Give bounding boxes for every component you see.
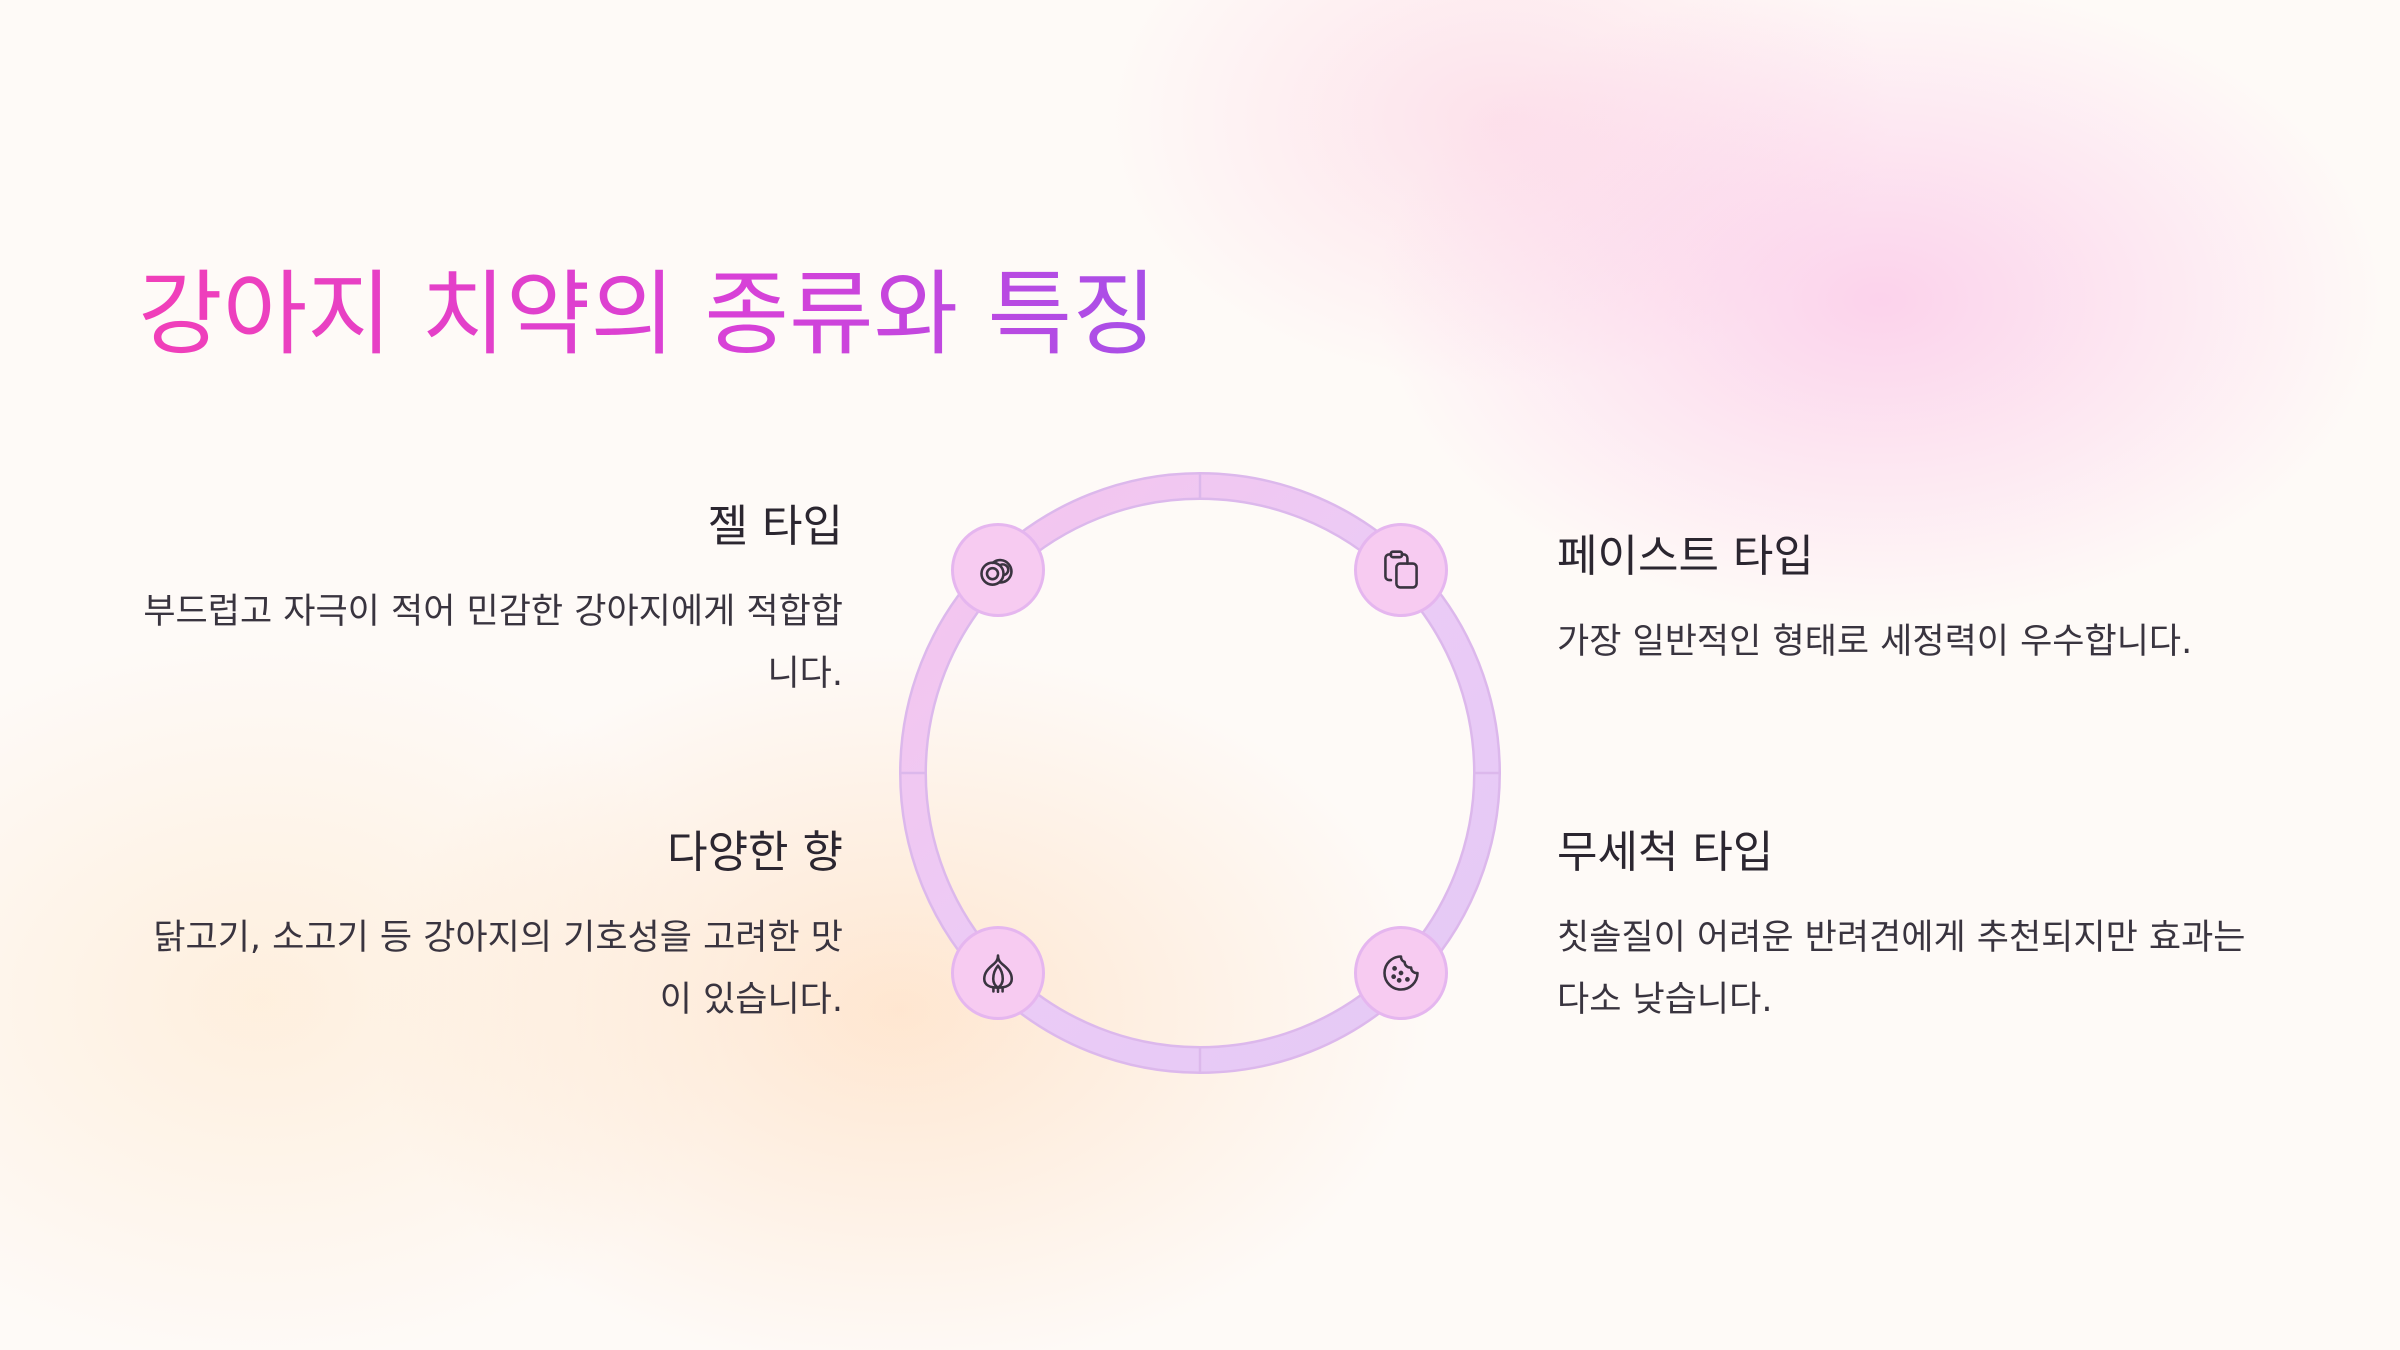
- paste-type-item: 페이스트 타입 가장 일반적인 형태로 세정력이 우수합니다.: [1557, 527, 2257, 673]
- paste-type-title: 페이스트 타입: [1557, 531, 1814, 582]
- rinseless-type-item: 무세척 타입 칫솔질이 어려운 반려견에게 추천되지만 효과는 다소 낮습니다.: [1557, 823, 2277, 1031]
- candy-icon: [980, 558, 1013, 586]
- cookie-icon: [1383, 955, 1419, 991]
- paste-node: [1354, 523, 1448, 617]
- flavor-description: 닭고기, 소고기 등 강아지의 기호성을 고려한 맛이 있습니다.: [153, 918, 843, 1020]
- page-title: 강아지 치약의 종류와 특징: [138, 261, 1157, 368]
- rinseless-type-description: 칫솔질이 어려운 반려견에게 추천되지만 효과는 다소 낮습니다.: [1557, 918, 2246, 1020]
- flavor-node: [951, 926, 1045, 1020]
- flavor-item: 다양한 향 닭고기, 소고기 등 강아지의 기호성을 고려한 맛이 있습니다.: [143, 823, 843, 1031]
- paste-type-description: 가장 일반적인 형태로 세정력이 우수합니다.: [1557, 622, 2193, 662]
- clipboard-copy-icon: [1384, 550, 1418, 589]
- gel-node: [951, 523, 1045, 617]
- gel-type-description: 부드럽고 자극이 적어 민감한 강아지에게 적합합니다.: [143, 592, 843, 694]
- gel-type-item: 젤 타입 부드럽고 자극이 적어 민감한 강아지에게 적합합니다.: [143, 497, 843, 705]
- garlic-icon: [982, 954, 1014, 993]
- rinseless-type-title: 무세척 타입: [1557, 827, 1774, 878]
- gel-type-title: 젤 타입: [707, 501, 843, 552]
- rinseless-node: [1354, 926, 1448, 1020]
- flavor-title: 다양한 향: [667, 827, 843, 878]
